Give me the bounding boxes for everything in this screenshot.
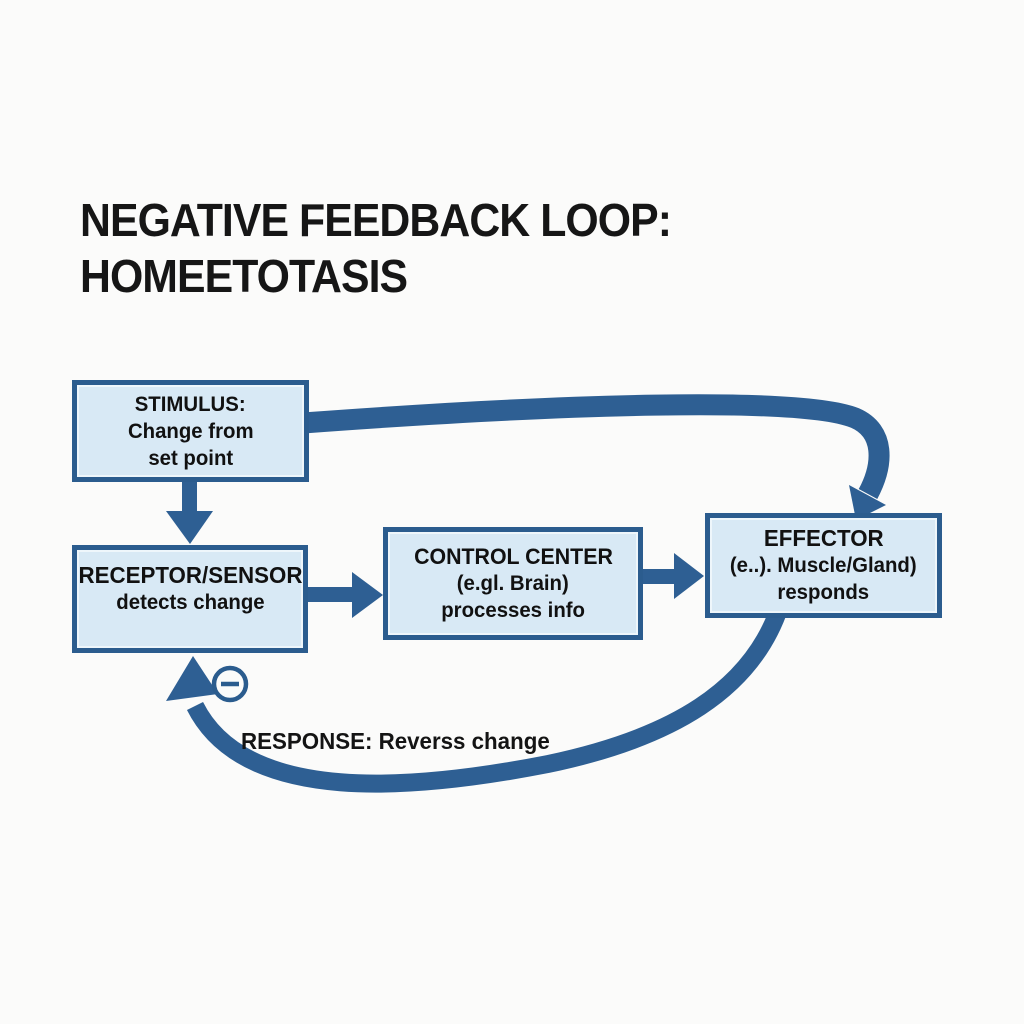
- response-label: RESPONSE: Reverss change: [241, 728, 550, 754]
- diagram-title: NEGATIVE FEEDBACK LOOP: HOMEETOTASIS: [80, 192, 672, 304]
- control-line-3: processes info: [441, 599, 585, 622]
- arrow-receptor-to-control: [304, 572, 383, 618]
- receptor-sensor-box: RECEPTOR/SENSOR detects change: [72, 545, 308, 653]
- control-center-box: CONTROL CENTER (e.gl. Brain) processes i…: [383, 527, 643, 640]
- effector-line-2: (e..). Muscle/Gland): [730, 554, 917, 577]
- receptor-line-2: detects change: [115, 591, 265, 614]
- control-line-1: CONTROL CENTER: [413, 544, 613, 569]
- receptor-line-1: RECEPTOR/SENSOR: [78, 562, 302, 588]
- stimulus-line-2: Change from: [127, 419, 254, 443]
- arrow-stimulus-to-receptor: [166, 478, 213, 544]
- stimulus-line-1: STIMULUS:: [135, 392, 246, 416]
- arrows-group: [166, 394, 890, 793]
- title-line-2: HOMEETOTASIS: [80, 250, 408, 302]
- arrow-effector-to-receptor-curve: [166, 603, 789, 793]
- stimulus-box: STIMULUS: Change from set point: [72, 380, 309, 482]
- effector-box: EFFECTOR (e..). Muscle/Gland) responds: [705, 513, 942, 618]
- arrow-stimulus-to-effector-curve: [302, 394, 890, 520]
- effector-line-1: EFFECTOR: [763, 525, 884, 551]
- title-line-1: NEGATIVE FEEDBACK LOOP:: [80, 194, 672, 246]
- control-line-2: (e.gl. Brain): [456, 572, 570, 595]
- arrow-control-to-effector: [640, 553, 704, 599]
- stimulus-line-3: set point: [148, 446, 233, 470]
- effector-line-3: responds: [777, 581, 870, 604]
